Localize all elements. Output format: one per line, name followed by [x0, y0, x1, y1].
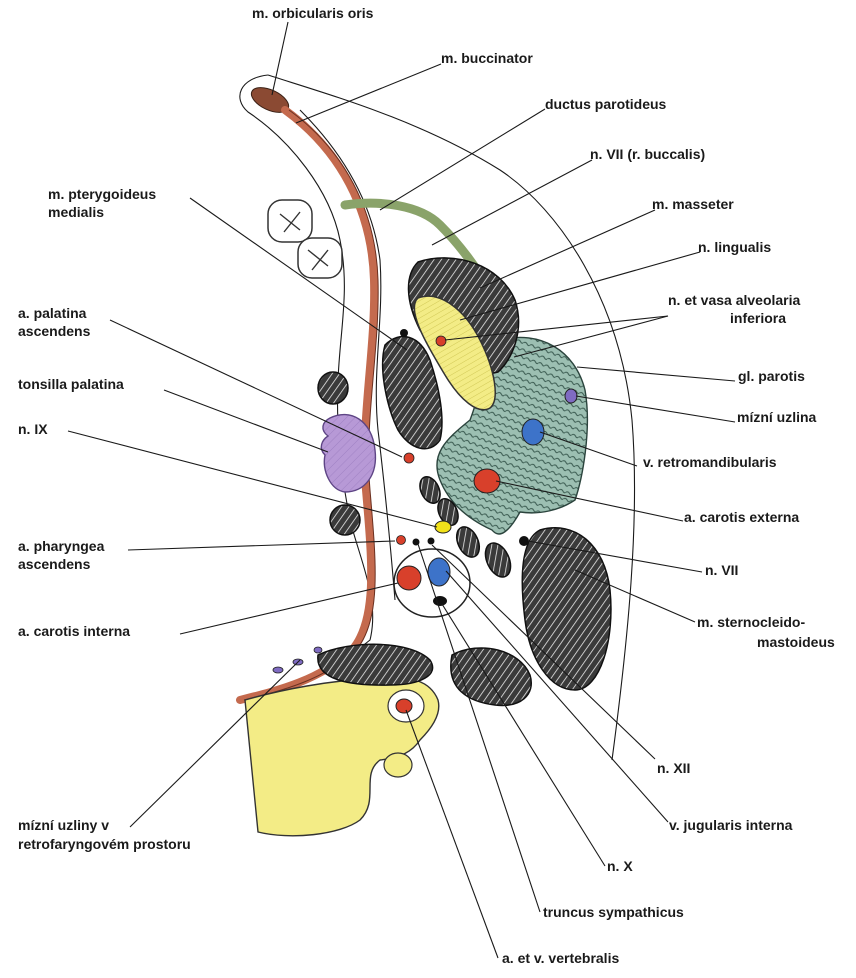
pharyngeal-muscle-lower	[330, 505, 360, 535]
vertebral-artery	[396, 699, 412, 713]
inferior-alveolar-artery	[436, 336, 446, 346]
retropharyngeal-node-3	[314, 647, 322, 653]
longus-capitis-muscle	[451, 648, 531, 705]
label-n-x: n. X	[607, 858, 633, 875]
label-n-xii: n. XII	[657, 760, 690, 777]
longus-colli-muscle	[318, 644, 433, 685]
label-n-vii: n. VII	[705, 562, 738, 579]
oral-mucosa-outline	[240, 75, 373, 700]
label-palatina-1: a. palatina	[18, 305, 86, 322]
label-scm-1: m. sternocleido-	[697, 614, 805, 631]
label-pharyngea-1: a. pharyngea	[18, 538, 104, 555]
styloid-muscle-3	[452, 523, 484, 560]
label-palatina-2: ascendens	[18, 323, 90, 340]
label-scm-2: mastoideus	[757, 634, 835, 651]
ascending-palatine-artery	[404, 453, 414, 463]
label-n-vii-buccalis: n. VII (r. buccalis)	[590, 146, 705, 163]
label-masseter: m. masseter	[652, 196, 734, 213]
palatine-tonsil	[321, 415, 375, 492]
ascending-pharyngeal-artery	[397, 536, 406, 545]
retropharyngeal-node-1	[273, 667, 283, 673]
label-carotis-interna: a. carotis interna	[18, 623, 130, 640]
styloid-muscle-4	[480, 539, 515, 581]
glossopharyngeal-nerve	[435, 521, 451, 533]
sternocleidomastoid-muscle	[522, 528, 611, 690]
label-orbicularis-oris: m. orbicularis oris	[252, 5, 373, 22]
label-truncus: truncus sympathicus	[543, 904, 684, 921]
pharyngeal-muscle-upper	[318, 372, 348, 404]
label-lingualis: n. lingualis	[698, 239, 771, 256]
label-uzliny-2: retrofaryngovém prostoru	[18, 836, 191, 853]
label-pterygoideus-2: medialis	[48, 204, 104, 221]
label-alveolaria-2: inferiora	[730, 310, 786, 327]
label-buccinator: m. buccinator	[441, 50, 533, 67]
label-retromandibularis: v. retromandibularis	[643, 454, 777, 471]
label-jugularis: v. jugularis interna	[669, 817, 792, 834]
vertebra-process	[384, 753, 412, 777]
label-pterygoideus-1: m. pterygoideus	[48, 186, 156, 203]
label-ductus-parotideus: ductus parotideus	[545, 96, 666, 113]
label-carotis-externa: a. carotis externa	[684, 509, 799, 526]
internal-carotid-artery	[397, 566, 421, 590]
label-n-ix: n. IX	[18, 421, 48, 438]
label-pharyngea-2: ascendens	[18, 556, 90, 573]
facial-nerve-dot	[519, 536, 529, 546]
vagus-nerve-dot	[433, 596, 447, 606]
hypoglossal-nerve-dot	[428, 538, 435, 545]
label-uzliny-1: mízní uzliny v	[18, 817, 109, 834]
label-alveolaria-1: n. et vasa alveolaria	[668, 292, 800, 309]
label-tonsilla: tonsilla palatina	[18, 376, 124, 393]
buccinator-muscle	[240, 110, 374, 700]
label-parotis: gl. parotis	[738, 368, 805, 385]
label-vertebralis: a. et v. vertebralis	[502, 950, 619, 967]
lymph-node-parotid	[565, 389, 577, 403]
label-mizni-uzlina: mízní uzlina	[737, 409, 816, 426]
lingual-nerve-dot	[400, 329, 408, 337]
